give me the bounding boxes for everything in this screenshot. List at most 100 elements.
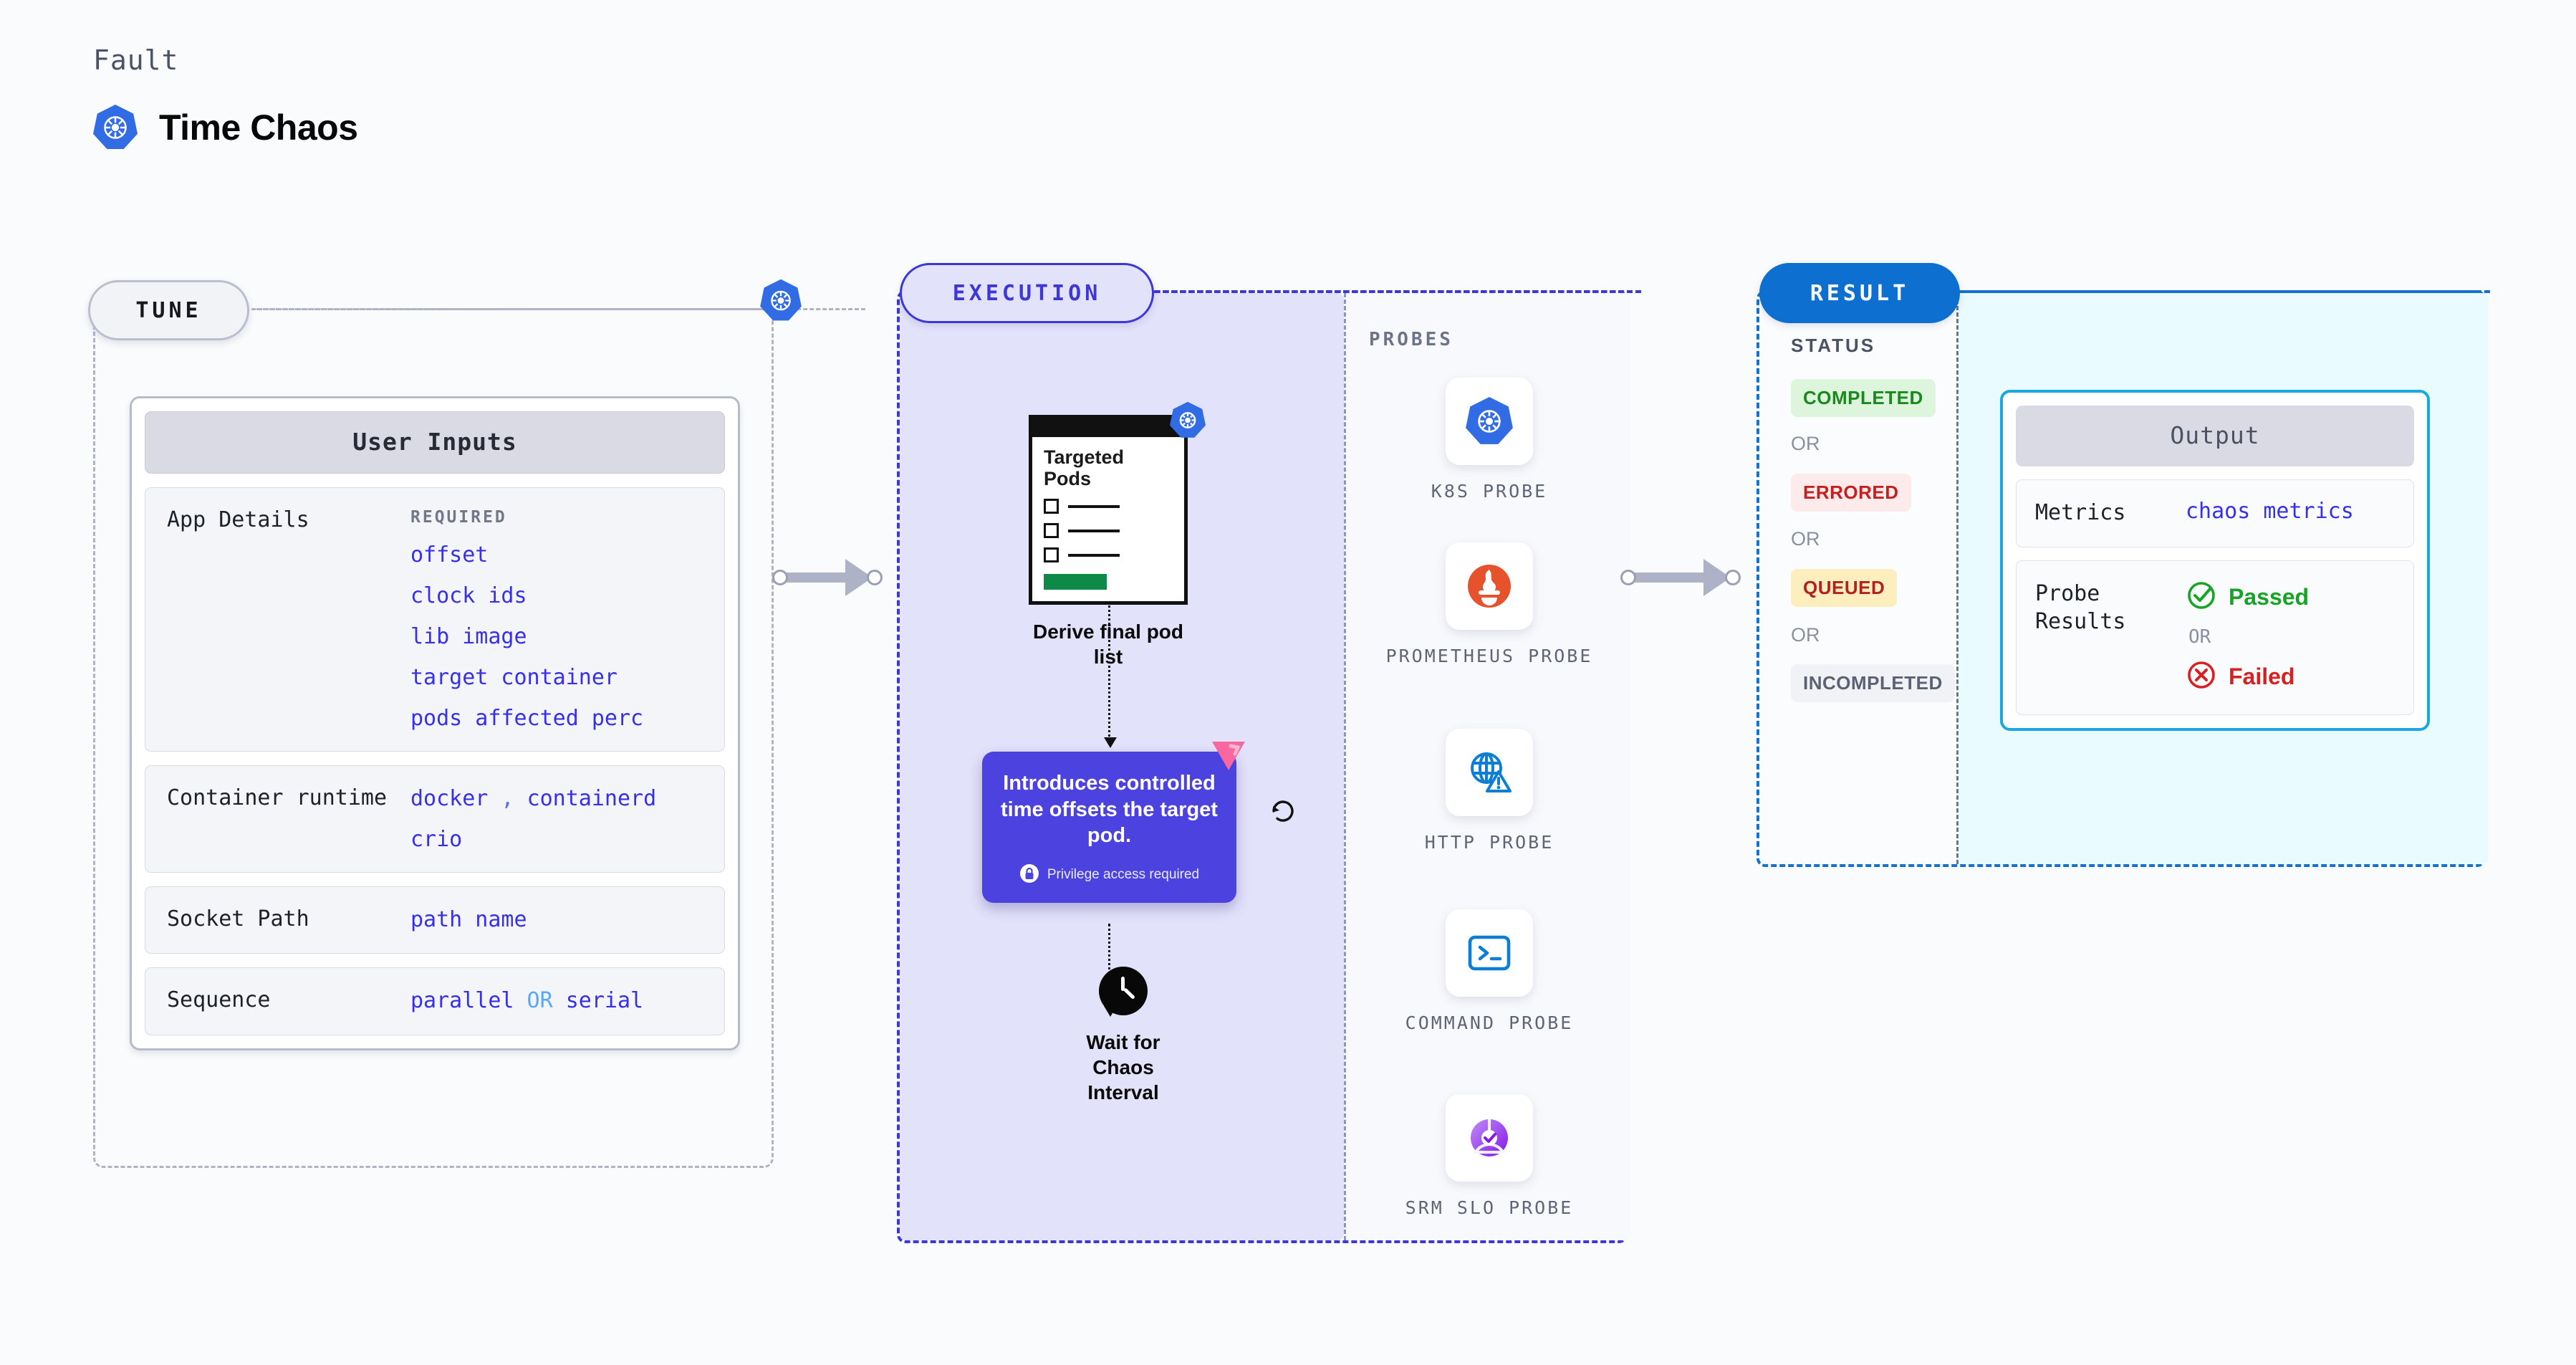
status-badge-completed: COMPLETED (1791, 379, 1936, 417)
derive-pod-list-caption: Derive final pod list (1032, 621, 1184, 669)
kubernetes-icon (1170, 401, 1206, 444)
input-value: target container (410, 665, 617, 690)
required-tag: REQUIRED (410, 508, 507, 527)
page-title: Time Chaos (159, 107, 358, 148)
or-text: OR (2188, 626, 2211, 648)
execution-panel: PROBES K8S PROBE (897, 263, 1641, 1243)
input-row-container-runtime: Container runtime docker , containerd cr… (145, 765, 725, 873)
input-value: crio (410, 827, 463, 852)
probe-result-failed: Failed (2186, 659, 2309, 694)
input-value: offset (410, 542, 489, 567)
input-row-app-details: App Details REQUIRED offset clock ids li… (145, 487, 725, 752)
pod-list-item (1044, 547, 1173, 563)
connector-dot (1725, 570, 1741, 585)
kubernetes-icon (760, 278, 802, 327)
wait-chaos-interval-node: Wait for Chaos Interval (1066, 967, 1181, 1105)
tune-connector-line (256, 308, 865, 310)
probe-prometheus[interactable]: PROMETHEUS PROBE (1346, 542, 1633, 669)
check-circle-icon (2186, 580, 2217, 615)
tune-panel: TUNE User Inputs App Details REQUIRED of… (88, 279, 865, 1168)
flow-connector (1108, 601, 1110, 741)
terminal-icon (1446, 909, 1533, 997)
metrics-value: chaos metrics (2186, 499, 2354, 524)
checkbox-icon (1044, 547, 1059, 563)
probe-command[interactable]: COMMAND PROBE (1346, 909, 1633, 1035)
status-label: STATUS (1791, 335, 1876, 356)
user-inputs-card: User Inputs App Details REQUIRED offset … (130, 396, 740, 1050)
privilege-text: Privilege access required (1047, 867, 1200, 883)
fault-eyebrow: Fault (93, 44, 179, 76)
result-panel: RESULT STATUS COMPLETED OR ERRORED OR QU… (1756, 263, 2490, 867)
lock-icon (1019, 863, 1039, 887)
loop-icon (1267, 795, 1299, 831)
kubernetes-icon (93, 103, 138, 152)
input-value: clock ids (410, 583, 527, 608)
page-header: Fault Time Chaos (93, 44, 358, 152)
checkbox-icon (1044, 499, 1059, 514)
connector-dot (1620, 570, 1636, 585)
result-badge: RESULT (1759, 263, 1960, 323)
execution-badge: EXECUTION (900, 263, 1154, 323)
input-value: lib image (410, 624, 527, 649)
window-titlebar (1032, 418, 1184, 437)
probe-http[interactable]: HTTP PROBE (1346, 729, 1633, 855)
probe-k8s[interactable]: K8S PROBE (1346, 378, 1633, 504)
probe-label: SRM SLO PROBE (1405, 1197, 1574, 1218)
probe-label: COMMAND PROBE (1405, 1012, 1574, 1033)
or-text: OR (1791, 624, 1820, 646)
row-label: App Details (167, 507, 309, 532)
input-value: docker , containerd (410, 786, 657, 811)
input-row-sequence: Sequence parallel OR serial (145, 967, 725, 1035)
or-text: OR (1791, 433, 1820, 454)
input-value: path name (410, 907, 527, 932)
execution-connector-line (1154, 290, 1641, 293)
output-row-probe-results: Probe Results Passed OR (2016, 560, 2414, 715)
connector-execution-to-result (1620, 559, 1764, 596)
placeholder-line (1068, 553, 1120, 557)
targeted-pods-window: Targeted Pods (1029, 415, 1188, 605)
connector-dot (867, 570, 883, 585)
clock-icon (1099, 967, 1148, 1015)
placeholder-line (1068, 529, 1120, 532)
output-row-metrics: Metrics chaos metrics (2016, 479, 2414, 547)
status-badge-queued: QUEUED (1791, 569, 1898, 607)
connector-dot (772, 570, 788, 585)
probe-srm-slo[interactable]: SRM SLO PROBE (1346, 1094, 1633, 1220)
wait-chaos-caption: Wait for Chaos Interval (1086, 1031, 1160, 1103)
flow-arrowhead (1104, 737, 1117, 748)
privilege-note: Privilege access required (999, 863, 1219, 887)
globe-warning-icon (1446, 729, 1533, 816)
user-inputs-title: User Inputs (145, 411, 725, 474)
row-label: Container runtime (167, 785, 388, 810)
row-label: Socket Path (167, 906, 309, 931)
flow-connector (1108, 924, 1110, 1010)
probes-label: PROBES (1369, 329, 1453, 350)
probe-label: PROMETHEUS PROBE (1385, 646, 1593, 666)
input-value: parallel OR serial (410, 988, 644, 1014)
passed-label: Passed (2229, 584, 2310, 610)
connector-bar (1635, 573, 1706, 583)
x-circle-icon (2186, 659, 2217, 694)
pod-list-item (1044, 499, 1173, 514)
connector-tune-to-execution (772, 559, 901, 596)
status-badge-errored: ERRORED (1791, 474, 1911, 512)
tooltip-text: Introduces controlled time offsets the t… (1001, 772, 1218, 848)
tune-badge: TUNE (88, 280, 249, 340)
row-label: Probe Results (2035, 581, 2126, 634)
kubernetes-icon (1446, 378, 1533, 465)
placeholder-line (1068, 504, 1120, 508)
slo-gauge-icon (1446, 1094, 1533, 1182)
pod-list-item (1044, 523, 1173, 539)
probe-label: K8S PROBE (1431, 481, 1548, 502)
connector-bar (787, 573, 848, 583)
output-card: Output Metrics chaos metrics Probe Resul… (2000, 390, 2430, 731)
or-text: OR (1791, 528, 1820, 550)
chaos-ribbon-icon (1209, 739, 1248, 777)
output-title: Output (2016, 406, 2414, 466)
fault-description-tooltip: Introduces controlled time offsets the t… (982, 742, 1245, 903)
status-badge-incompleted: INCOMPLETED (1791, 664, 1955, 702)
row-label: Metrics (2035, 500, 2126, 525)
row-label: Sequence (167, 987, 271, 1013)
input-row-socket-path: Socket Path path name (145, 886, 725, 954)
probe-label: HTTP PROBE (1424, 832, 1554, 853)
